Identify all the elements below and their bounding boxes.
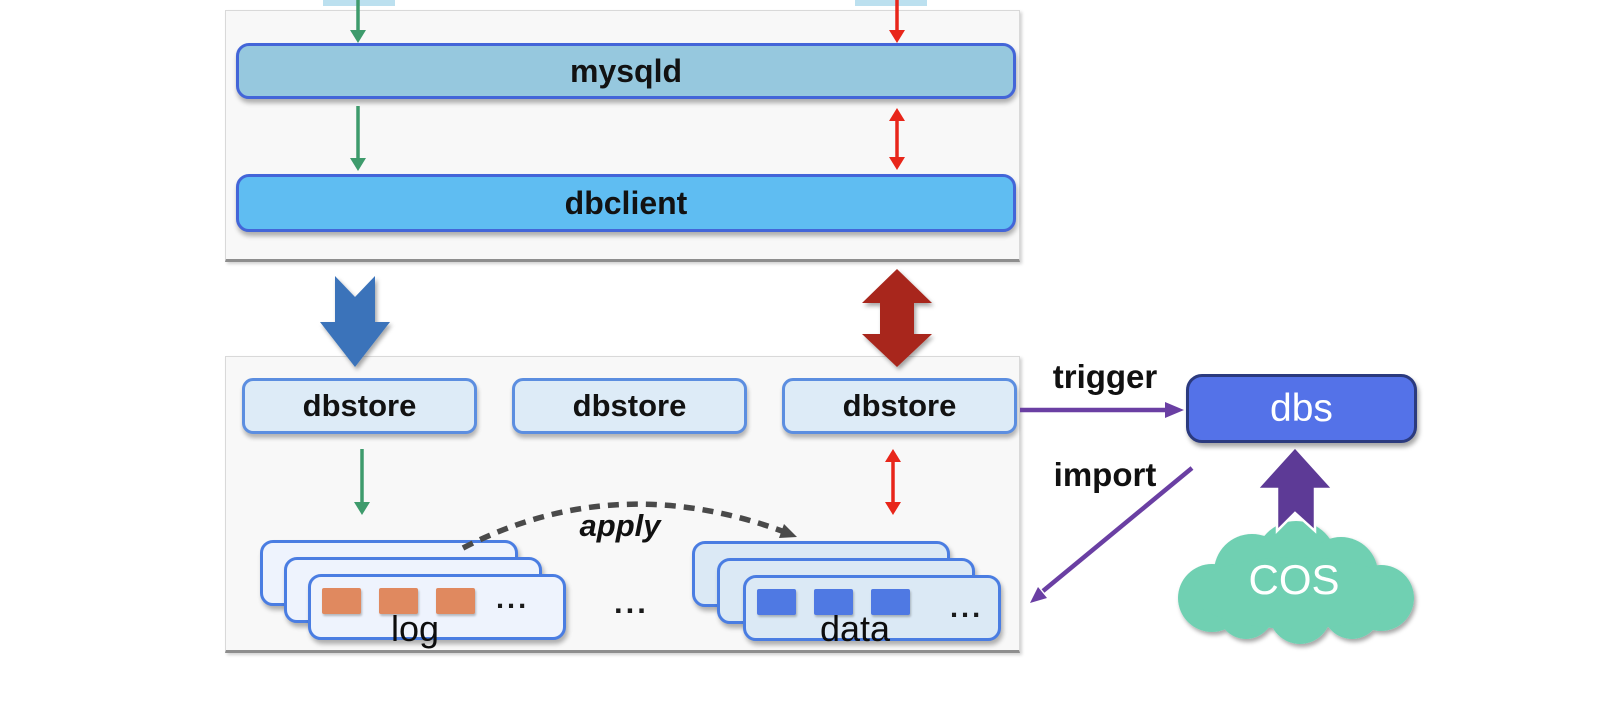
dbstore-box-3: dbstore bbox=[782, 378, 1017, 434]
log-ellipsis: ... bbox=[496, 583, 530, 615]
cos-to-dbs-up-arrow bbox=[1254, 445, 1336, 535]
dbs-label: dbs bbox=[1270, 386, 1333, 430]
data-segments bbox=[757, 589, 910, 615]
log-segment bbox=[436, 588, 475, 614]
mysqld-box: mysqld bbox=[236, 43, 1016, 99]
big-blue-down-arrow bbox=[320, 276, 390, 367]
dbstore-box-1: dbstore bbox=[242, 378, 477, 434]
dbclient-label: dbclient bbox=[564, 184, 688, 221]
data-segment bbox=[871, 589, 910, 615]
dbstore-2-label: dbstore bbox=[572, 388, 687, 423]
dbclient-box: dbclient bbox=[236, 174, 1016, 232]
apply-label: apply bbox=[579, 508, 661, 543]
log-segment bbox=[379, 588, 418, 614]
data-label: data bbox=[819, 608, 891, 649]
middle-ellipsis: ... bbox=[614, 585, 649, 620]
log-label: log bbox=[390, 608, 440, 649]
dbs-box: dbs bbox=[1186, 374, 1417, 443]
log-segment bbox=[322, 588, 361, 614]
trigger-label: trigger bbox=[1052, 358, 1158, 395]
cutoff-box-fragment-left bbox=[323, 0, 395, 6]
cutoff-box-fragment-right bbox=[855, 0, 927, 6]
trigger-arrow bbox=[1020, 402, 1184, 418]
cos-label: COS bbox=[1248, 556, 1340, 603]
mysqld-label: mysqld bbox=[569, 52, 683, 89]
data-segment bbox=[814, 589, 853, 615]
import-label: import bbox=[1053, 456, 1157, 493]
dbstore-3-label: dbstore bbox=[842, 388, 957, 423]
log-segments bbox=[322, 588, 475, 614]
big-red-double-arrow bbox=[862, 269, 932, 367]
data-file-card-front bbox=[743, 575, 1001, 641]
data-segment bbox=[757, 589, 796, 615]
dbstore-box-2: dbstore bbox=[512, 378, 747, 434]
data-ellipsis: ... bbox=[950, 592, 984, 624]
log-file-card-front bbox=[308, 574, 566, 640]
dbstore-1-label: dbstore bbox=[302, 388, 417, 423]
